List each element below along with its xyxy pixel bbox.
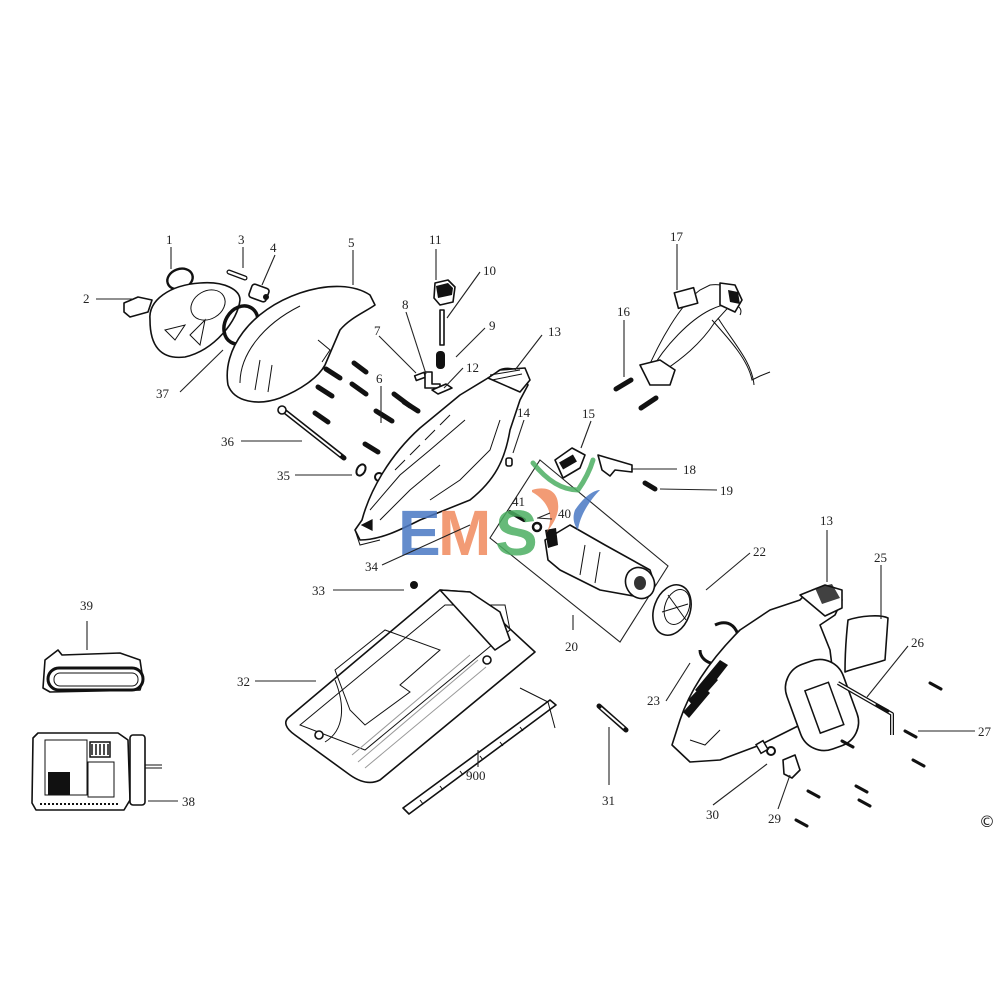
label-33: 33 xyxy=(312,583,325,598)
label-3: 3 xyxy=(238,232,245,247)
part-9-spring xyxy=(436,351,445,369)
ems-watermark: E M S xyxy=(398,457,600,569)
part-16-screw xyxy=(613,377,634,392)
part-32-base-plate xyxy=(285,589,536,784)
part-19-spring xyxy=(642,480,658,492)
part-31-pivot-bolt xyxy=(596,703,629,733)
part-number-labels: 1 2 3 4 5 6 7 8 9 10 11 12 13 13 14 15 1… xyxy=(80,229,992,826)
label-12: 12 xyxy=(466,360,479,375)
part-18-lock-off-button xyxy=(597,454,633,477)
label-14: 14 xyxy=(517,405,531,420)
label-9: 9 xyxy=(489,318,496,333)
label-35: 35 xyxy=(277,468,290,483)
part-39-battery xyxy=(42,649,145,693)
part-29-spindle-lock xyxy=(782,754,801,779)
label-16: 16 xyxy=(617,304,631,319)
label-17: 17 xyxy=(670,229,684,244)
label-41: 41 xyxy=(512,494,525,509)
watermark-swoosh-orange xyxy=(532,488,559,535)
part-8-bracket xyxy=(424,371,441,389)
part-14-small-pin xyxy=(505,457,513,467)
watermark-letter-m: M xyxy=(438,497,491,569)
label-15: 15 xyxy=(582,406,595,421)
label-31: 31 xyxy=(602,793,615,808)
label-22: 22 xyxy=(753,544,766,559)
part-13-housing-left xyxy=(354,367,531,546)
part-16-screw xyxy=(638,395,659,411)
label-18: 18 xyxy=(683,462,696,477)
part-6-screws xyxy=(312,360,421,455)
label-11: 11 xyxy=(429,232,442,247)
watermark-swoosh-green xyxy=(530,457,596,493)
part-blade-cover-knob xyxy=(149,281,241,359)
label-34: 34 xyxy=(365,559,379,574)
label-20: 20 xyxy=(565,639,578,654)
watermark-letter-s: S xyxy=(495,497,538,569)
label-39: 39 xyxy=(80,598,93,613)
part-35-washer xyxy=(355,463,367,477)
label-5: 5 xyxy=(348,235,355,250)
label-36: 36 xyxy=(221,434,235,449)
label-32: 32 xyxy=(237,674,250,689)
part-27-screws xyxy=(794,681,943,828)
part-13-housing-right xyxy=(671,584,860,763)
label-38: 38 xyxy=(182,794,195,809)
part-11-button-cap xyxy=(433,279,456,306)
label-900: 900 xyxy=(466,768,486,783)
part-38-charger xyxy=(31,732,162,811)
label-37: 37 xyxy=(156,386,170,401)
watermark-swoosh-blue xyxy=(573,490,600,530)
label-2: 2 xyxy=(83,291,90,306)
copyright-symbol: © xyxy=(979,812,995,831)
part-12-contact-plate xyxy=(431,383,453,395)
part-41-screw xyxy=(508,510,526,522)
label-13: 13 xyxy=(548,324,561,339)
label-10: 10 xyxy=(483,263,496,278)
part-4-bushing xyxy=(248,283,270,303)
label-7: 7 xyxy=(374,323,381,338)
label-19: 19 xyxy=(720,483,733,498)
part-22-fan-baffle xyxy=(652,584,692,636)
label-23: 23 xyxy=(647,693,660,708)
part-36-long-bolt xyxy=(277,405,347,461)
part-2-lever xyxy=(123,296,153,318)
part-5-upper-guard xyxy=(226,285,376,403)
part-33-nut xyxy=(410,581,418,589)
part-17-wiring-harness xyxy=(639,282,771,386)
label-30: 30 xyxy=(706,807,719,822)
part-30-spacer xyxy=(755,739,769,755)
label-13b: 13 xyxy=(820,513,833,528)
part-25-label xyxy=(844,615,889,673)
part-3-pin xyxy=(226,269,248,281)
part-900-rip-fence xyxy=(402,687,557,815)
part-40-washer xyxy=(531,521,543,533)
part-20-motor-assembly xyxy=(489,459,669,643)
part-7-clip xyxy=(413,371,427,382)
label-27: 27 xyxy=(978,724,992,739)
label-40: 40 xyxy=(558,506,571,521)
label-29: 29 xyxy=(768,811,781,826)
label-26: 26 xyxy=(911,635,925,650)
label-25: 25 xyxy=(874,550,887,565)
label-1: 1 xyxy=(166,232,173,247)
leader-lines xyxy=(86,244,975,810)
part-15-switch xyxy=(554,447,586,479)
watermark-letter-e: E xyxy=(398,497,441,569)
label-6: 6 xyxy=(376,371,383,386)
label-8: 8 xyxy=(402,297,409,312)
part-10-rod xyxy=(439,309,445,346)
part-30-washer xyxy=(766,746,776,756)
label-4: 4 xyxy=(270,240,277,255)
